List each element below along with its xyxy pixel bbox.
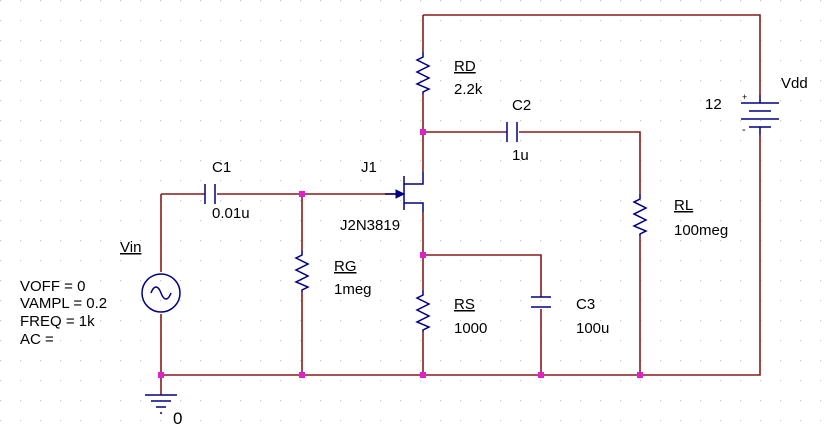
- resistor-rs-symbol[interactable]: [415, 290, 431, 332]
- rl-name-label: RL: [674, 197, 693, 214]
- junction-source: [420, 252, 426, 258]
- junction-ground-rl: [637, 372, 643, 378]
- junction-drain: [420, 129, 426, 135]
- wire-top-rail: [423, 14, 761, 95]
- battery-vdd-symbol[interactable]: [741, 95, 779, 135]
- vdd-plus-sign: +: [742, 92, 747, 102]
- c2-value-label: 1u: [512, 147, 529, 164]
- capacitor-c2-symbol[interactable]: [506, 122, 518, 142]
- resistor-rd-symbol[interactable]: [415, 52, 431, 94]
- rs-name-label: RS: [454, 296, 475, 313]
- vdd-value-label: 12: [705, 96, 722, 113]
- c3-name-label: C3: [576, 296, 595, 313]
- rl-value-label: 100meg: [674, 222, 728, 239]
- rs-value-label: 1000: [454, 320, 487, 337]
- junction-ground-rg: [299, 372, 305, 378]
- resistor-rg-symbol[interactable]: [294, 250, 310, 292]
- c2-name-label: C2: [512, 97, 531, 114]
- junction-ground-c3: [538, 372, 544, 378]
- vin-name-label: Vin: [120, 239, 141, 256]
- rd-name-label: RD: [454, 58, 476, 75]
- c3-value-label: 100u: [576, 320, 609, 337]
- j1-model-label: J2N3819: [340, 217, 400, 234]
- junction-dots: [158, 129, 643, 378]
- vin-param-voff: VOFF = 0: [20, 278, 85, 295]
- j1-name-label: J1: [361, 159, 377, 176]
- vin-param-ac: AC =: [20, 331, 54, 348]
- resistor-rl-symbol[interactable]: [632, 194, 648, 236]
- vdd-minus-sign: -: [742, 124, 746, 136]
- c1-name-label: C1: [212, 159, 231, 176]
- wires: [160, 14, 761, 395]
- sine-source-vin-symbol[interactable]: [141, 273, 181, 313]
- junction-ground-rs: [420, 372, 426, 378]
- rd-value-label: 2.2k: [454, 81, 483, 98]
- rg-value-label: 1meg: [334, 281, 372, 298]
- c1-value-label: 0.01u: [212, 205, 250, 222]
- wire-ground-rail: [161, 135, 761, 376]
- wire-source-to-c3: [423, 254, 542, 297]
- capacitor-c1-symbol[interactable]: [204, 184, 216, 204]
- vdd-name-label: Vdd: [781, 75, 808, 92]
- junction-gate: [299, 191, 305, 197]
- ground-symbol: [145, 394, 177, 414]
- vin-param-freq: FREQ = 1k: [20, 313, 95, 330]
- vin-param-vampl: VAMPL = 0.2: [20, 295, 107, 312]
- jfet-j1-symbol[interactable]: [385, 172, 424, 212]
- wire-c2-to-rl: [519, 131, 641, 194]
- ground-node-label: 0: [173, 409, 182, 428]
- capacitor-c3-symbol[interactable]: [531, 296, 551, 308]
- junction-ground-vin: [158, 372, 164, 378]
- rg-name-label: RG: [334, 258, 357, 275]
